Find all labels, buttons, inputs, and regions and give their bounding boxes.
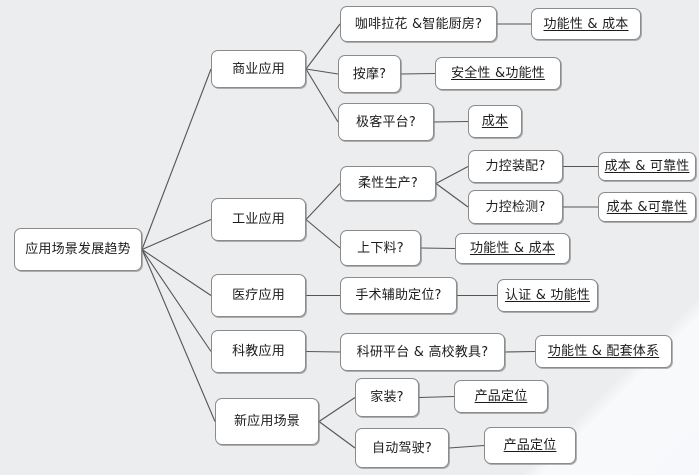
node-商业应用[interactable]: 商业应用 (211, 50, 306, 88)
edge-node-柔性生产-to-node-力控装配 (435, 166, 469, 184)
edge-node-柔性生产-to-node-力控检测 (435, 183, 469, 208)
node-label: 按摩? (352, 66, 387, 82)
node-label: 手术辅助定位? (355, 288, 442, 303)
node-label: 工业应用 (232, 212, 285, 227)
edge-root-to-node-医疗应用 (141, 249, 212, 296)
node-工业应用[interactable]: 工业应用 (211, 198, 306, 241)
node-label: 上下料? (357, 240, 404, 256)
node-极客平台[interactable]: 极客平台? (338, 103, 434, 141)
edge-node-商业应用-to-node-按摩 (305, 68, 339, 75)
node-label: 产品定位 (474, 389, 528, 404)
node-安全性功能性[interactable]: 安全性 &功能性 (435, 57, 561, 90)
node-咖啡拉花智能厨房[interactable]: 咖啡拉花 &智能厨房? (340, 6, 497, 42)
edge-node-家装-to-node-产品定位 (418, 395, 455, 399)
node-label: 柔性生产? (358, 176, 418, 191)
node-label: 产品定位 (503, 438, 557, 453)
node-label: 新应用场景 (233, 414, 300, 429)
edge-node-新应用场景-to-node-自动驾驶 (318, 421, 356, 449)
root-node[interactable]: 应用场景发展趋势 (14, 228, 142, 271)
edge-node-商业应用-to-node-咖啡拉花智能厨房 (305, 23, 341, 70)
node-成本可靠性[interactable]: 成本 & 可靠性 (598, 152, 696, 181)
node-label: 力控装配? (485, 159, 546, 174)
node-成本[interactable]: 成本 (468, 105, 522, 138)
node-家装[interactable]: 家装? (355, 378, 419, 417)
node-label: 成本 (481, 114, 509, 129)
edge-root-to-node-科教应用 (141, 249, 212, 352)
edge-root-to-node-商业应用 (141, 68, 212, 250)
node-label: 家装? (370, 390, 404, 405)
node-科教应用[interactable]: 科教应用 (211, 330, 306, 373)
node-功能性配套体系[interactable]: 功能性 & 配套体系 (535, 335, 672, 368)
node-label: 认证 & 功能性 (504, 288, 590, 303)
node-力控检测[interactable]: 力控检测? (468, 190, 563, 224)
node-label: 科教应用 (232, 344, 285, 359)
edge-node-上下料-to-node-功能性成本 (420, 247, 456, 250)
node-按摩[interactable]: 按摩? (338, 55, 401, 93)
edge-node-按摩-to-node-安全性功能性 (400, 72, 436, 75)
node-label: 极客平台? (356, 114, 416, 130)
node-label: 成本 & 可靠性 (604, 159, 690, 174)
node-新应用场景[interactable]: 新应用场景 (215, 398, 319, 445)
node-手术辅助定位[interactable]: 手术辅助定位? (340, 277, 457, 314)
node-label: 应用场景发展趋势 (25, 242, 131, 257)
node-label: 安全性 &功能性 (451, 66, 545, 81)
node-label: 功能性 & 成本 (543, 16, 629, 32)
edge-node-自动驾驶-to-node-产品定位 (448, 444, 485, 449)
edge-node-科教应用-to-node-科研平台高校教具 (305, 350, 341, 353)
node-医疗应用[interactable]: 医疗应用 (211, 274, 306, 317)
node-label: 功能性 & 配套体系 (547, 344, 660, 359)
edge-node-极客平台-to-node-成本 (433, 120, 469, 123)
node-自动驾驶[interactable]: 自动驾驶? (355, 428, 449, 468)
node-力控装配[interactable]: 力控装配? (468, 150, 563, 183)
node-产品定位[interactable]: 产品定位 (454, 380, 548, 413)
edge-node-科研平台高校教具-to-node-功能性配套体系 (504, 350, 536, 353)
node-label: 自动驾驶? (372, 440, 432, 456)
node-label: 商业应用 (232, 61, 285, 77)
node-label: 成本 &可靠性 (606, 199, 688, 215)
node-产品定位[interactable]: 产品定位 (484, 427, 576, 464)
edge-root-to-node-新应用场景 (141, 249, 216, 422)
edge-node-工业应用-to-node-上下料 (305, 219, 341, 249)
node-认证功能性[interactable]: 认证 & 功能性 (497, 279, 598, 312)
node-柔性生产[interactable]: 柔性生产? (340, 166, 436, 201)
node-功能性成本[interactable]: 功能性 & 成本 (455, 233, 570, 264)
edge-node-工业应用-to-node-柔性生产 (305, 183, 341, 220)
node-label: 功能性 & 成本 (469, 241, 555, 256)
node-label: 科研平台 & 高校教具? (356, 344, 489, 360)
edge-root-to-node-工业应用 (141, 218, 212, 251)
node-label: 力控检测? (485, 199, 546, 215)
edge-node-新应用场景-to-node-家装 (318, 397, 356, 422)
node-label: 咖啡拉花 &智能厨房? (354, 16, 483, 32)
node-上下料[interactable]: 上下料? (340, 230, 421, 266)
node-功能性成本[interactable]: 功能性 & 成本 (531, 8, 641, 40)
node-成本可靠性[interactable]: 成本 &可靠性 (598, 192, 696, 222)
node-label: 医疗应用 (232, 288, 285, 303)
node-科研平台高校教具[interactable]: 科研平台 & 高校教具? (340, 333, 505, 371)
edge-node-商业应用-to-node-极客平台 (305, 68, 339, 123)
